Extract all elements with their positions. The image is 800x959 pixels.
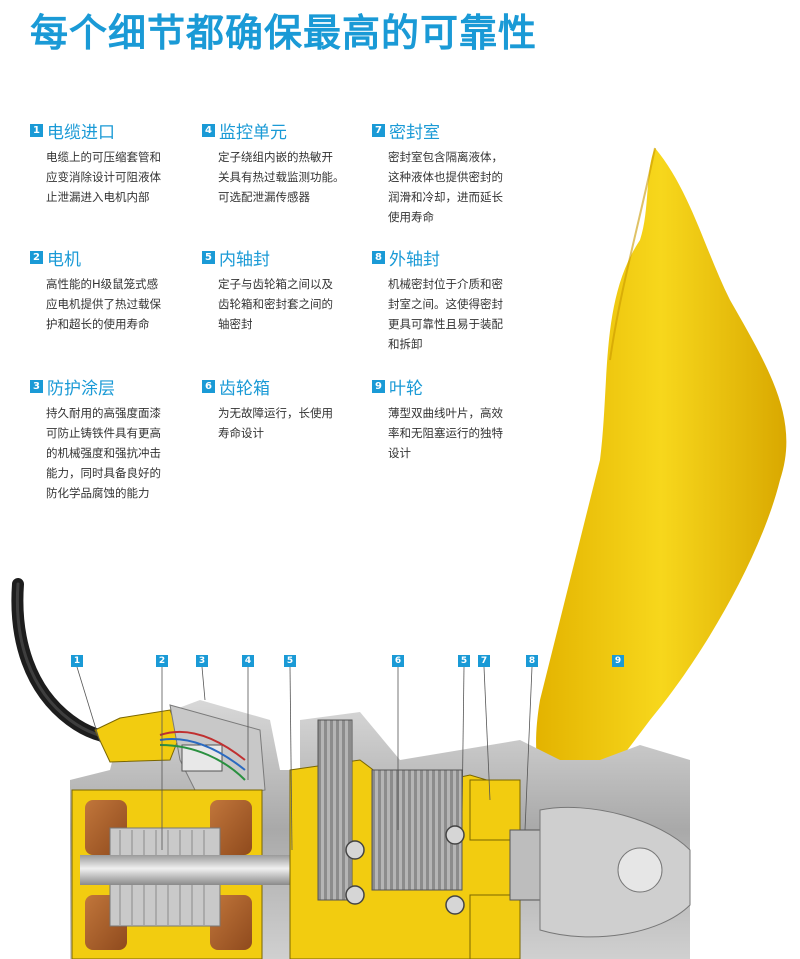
section-body: 薄型双曲线叶片，高效 率和无阻塞运行的独特 设计 bbox=[388, 406, 503, 460]
section-cable-entry: 1 电缆进口 电缆上的可压缩套管和 应变消除设计可阻液体 止泄漏进入电机内部 bbox=[30, 117, 200, 207]
section-number: 2 bbox=[30, 250, 43, 264]
section-heading: 齿轮箱 bbox=[219, 378, 270, 399]
section-body: 持久耐用的高强度面漆 可防止铸铁件具有更高 的机械强度和强抗冲击 能力，同时具备… bbox=[46, 406, 161, 500]
section-heading: 防护涂层 bbox=[47, 378, 115, 399]
section-heading: 监控单元 bbox=[219, 122, 287, 143]
section-number: 3 bbox=[30, 379, 43, 393]
page-title: 每个细节都确保最高的可靠性 bbox=[30, 11, 538, 55]
callout-cable-entry: 1 bbox=[71, 655, 83, 667]
section-body: 电缆上的可压缩套管和 应变消除设计可阻液体 止泄漏进入电机内部 bbox=[46, 150, 161, 204]
callout-seal-chamber: 7 bbox=[478, 655, 490, 667]
section-monitoring-unit: 4 监控单元 定子绕组内嵌的热敏开 关具有热过载监测功能。 可选配泄漏传感器 bbox=[202, 117, 372, 207]
callout-impeller: 9 bbox=[612, 655, 624, 667]
callout-inner-shaft-seal: 5 bbox=[284, 655, 296, 667]
section-number: 4 bbox=[202, 123, 215, 137]
section-heading: 电机 bbox=[47, 249, 81, 270]
section-heading: 电缆进口 bbox=[47, 122, 115, 143]
section-protective-coating: 3 防护涂层 持久耐用的高强度面漆 可防止铸铁件具有更高 的机械强度和强抗冲击 能… bbox=[30, 373, 200, 503]
section-number: 1 bbox=[30, 123, 43, 137]
section-inner-shaft-seal: 5 内轴封 定子与齿轮箱之间以及 齿轮箱和密封套之间的 轴密封 bbox=[202, 244, 372, 334]
callout-inner-shaft-seal-2: 5 bbox=[458, 655, 470, 667]
section-body: 高性能的H级鼠笼式感 应电机提供了热过载保 护和超长的使用寿命 bbox=[46, 277, 161, 331]
section-body: 密封室包含隔离液体， 这种液体也提供密封的 润滑和冷却，进而延长 使用寿命 bbox=[388, 150, 503, 224]
section-impeller: 9 叶轮 薄型双曲线叶片，高效 率和无阻塞运行的独特 设计 bbox=[372, 373, 542, 463]
section-number: 8 bbox=[372, 250, 385, 264]
callout-outer-shaft-seal: 8 bbox=[526, 655, 538, 667]
section-number: 6 bbox=[202, 379, 215, 393]
section-body: 为无故障运行，长使用 寿命设计 bbox=[218, 406, 333, 440]
callout-monitoring-unit: 4 bbox=[242, 655, 254, 667]
section-body: 机械密封位于介质和密 封室之间。这使得密封 更具可靠性且易于装配 和拆卸 bbox=[388, 277, 503, 351]
section-number: 7 bbox=[372, 123, 385, 137]
section-motor: 2 电机 高性能的H级鼠笼式感 应电机提供了热过载保 护和超长的使用寿命 bbox=[30, 244, 200, 334]
section-outer-shaft-seal: 8 外轴封 机械密封位于介质和密 封室之间。这使得密封 更具可靠性且易于装配 和拆… bbox=[372, 244, 542, 354]
section-gearbox: 6 齿轮箱 为无故障运行，长使用 寿命设计 bbox=[202, 373, 372, 443]
callout-protective-coating: 3 bbox=[196, 655, 208, 667]
section-heading: 内轴封 bbox=[219, 249, 270, 270]
callout-motor: 2 bbox=[156, 655, 168, 667]
section-heading: 密封室 bbox=[389, 122, 440, 143]
section-body: 定子绕组内嵌的热敏开 关具有热过载监测功能。 可选配泄漏传感器 bbox=[218, 150, 345, 204]
callout-gearbox: 6 bbox=[392, 655, 404, 667]
section-number: 5 bbox=[202, 250, 215, 264]
section-heading: 外轴封 bbox=[389, 249, 440, 270]
section-seal-chamber: 7 密封室 密封室包含隔离液体， 这种液体也提供密封的 润滑和冷却，进而延长 使用… bbox=[372, 117, 542, 227]
section-heading: 叶轮 bbox=[389, 378, 423, 399]
section-number: 9 bbox=[372, 379, 385, 393]
section-body: 定子与齿轮箱之间以及 齿轮箱和密封套之间的 轴密封 bbox=[218, 277, 333, 331]
